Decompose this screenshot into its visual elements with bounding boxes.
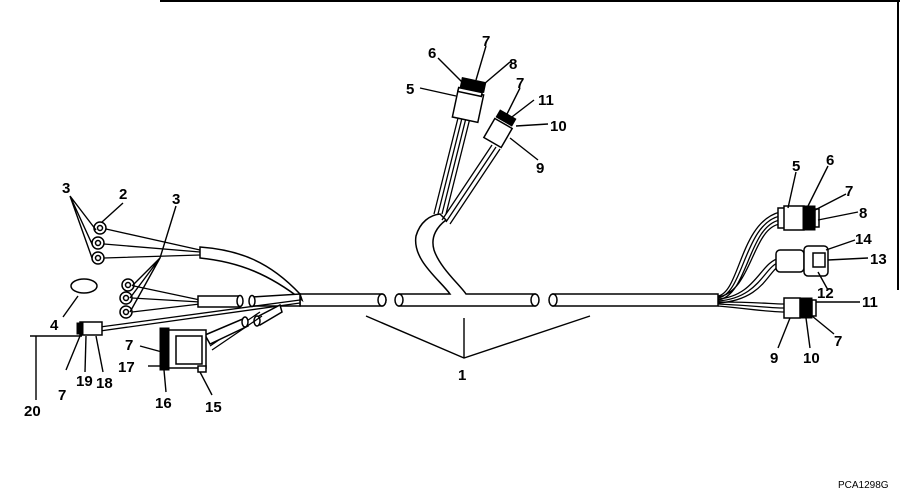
callout-7-right-top: 7 — [845, 183, 853, 200]
right-bottom-connector-body — [783, 297, 801, 319]
callout-16-seal: 16 — [155, 395, 172, 412]
callout-6-right: 6 — [826, 152, 834, 169]
callout-20-left-wire: 20 — [24, 403, 41, 420]
left-connector-seal — [76, 322, 84, 335]
harness-segment-left — [299, 293, 387, 307]
callout-3-upper-terminals: 3 — [62, 180, 70, 197]
callout-7-right-bottom: 7 — [834, 333, 842, 350]
callout-7-top-small: 7 — [516, 75, 524, 92]
top-branch — [433, 77, 517, 225]
callout-13-right: 13 — [870, 251, 887, 268]
callout-7-left-connector: 7 — [58, 387, 66, 404]
callout-9-right: 9 — [770, 350, 778, 367]
lower-bundle-sleeve — [197, 295, 241, 308]
callout-10-right: 10 — [803, 350, 820, 367]
callout-11-right: 11 — [862, 294, 878, 311]
callout-5-right: 5 — [792, 158, 800, 175]
callout-18-left-connector: 18 — [96, 375, 113, 392]
right-top-connector-body — [783, 205, 805, 231]
callout-5-top: 5 — [406, 81, 414, 98]
callout-19-left-connector: 19 — [76, 373, 93, 390]
callout-12-right: 12 — [817, 285, 834, 302]
callout-11-top: 11 — [538, 92, 554, 109]
grommet — [70, 278, 98, 294]
callout-1-main-harness: 1 — [458, 367, 466, 384]
main-harness — [299, 213, 719, 307]
callout-2-ring-terminal: 2 — [119, 186, 127, 203]
left-branch — [70, 221, 304, 373]
callout-6-top: 6 — [428, 45, 436, 62]
figure-code: PCA1298G — [838, 480, 889, 491]
right-top-connector-seal — [802, 205, 816, 231]
callout-8-top: 8 — [509, 56, 517, 73]
round-connector-seal — [159, 327, 170, 371]
callout-4-grommet: 4 — [50, 317, 59, 334]
leader-lines — [30, 45, 869, 400]
callout-labels: 1 2 3 3 4 5 5 6 6 7 7 7 7 7 7 8 8 9 9 10… — [24, 33, 887, 420]
right-bottom-connector-seal — [799, 297, 813, 319]
top-small-connector-body — [482, 117, 514, 149]
right-branch — [717, 205, 829, 319]
upper-bundle-sleeve — [199, 246, 304, 303]
callout-17-round-connector: 17 — [118, 359, 135, 376]
callout-7-round-connector: 7 — [125, 337, 133, 354]
callout-15-round-connector: 15 — [205, 399, 222, 416]
callout-7-top: 7 — [482, 33, 490, 50]
callout-8-right: 8 — [859, 205, 867, 222]
callout-10-top: 10 — [550, 118, 567, 135]
harness-segment-middle — [398, 213, 536, 307]
callout-3-lower-terminals: 3 — [172, 191, 180, 208]
top-small-connector-seal — [495, 109, 517, 127]
callout-9-top: 9 — [536, 160, 544, 177]
callout-14-right: 14 — [855, 231, 872, 248]
right-mid-connector-body — [775, 249, 805, 273]
harness-segment-right — [552, 293, 719, 307]
